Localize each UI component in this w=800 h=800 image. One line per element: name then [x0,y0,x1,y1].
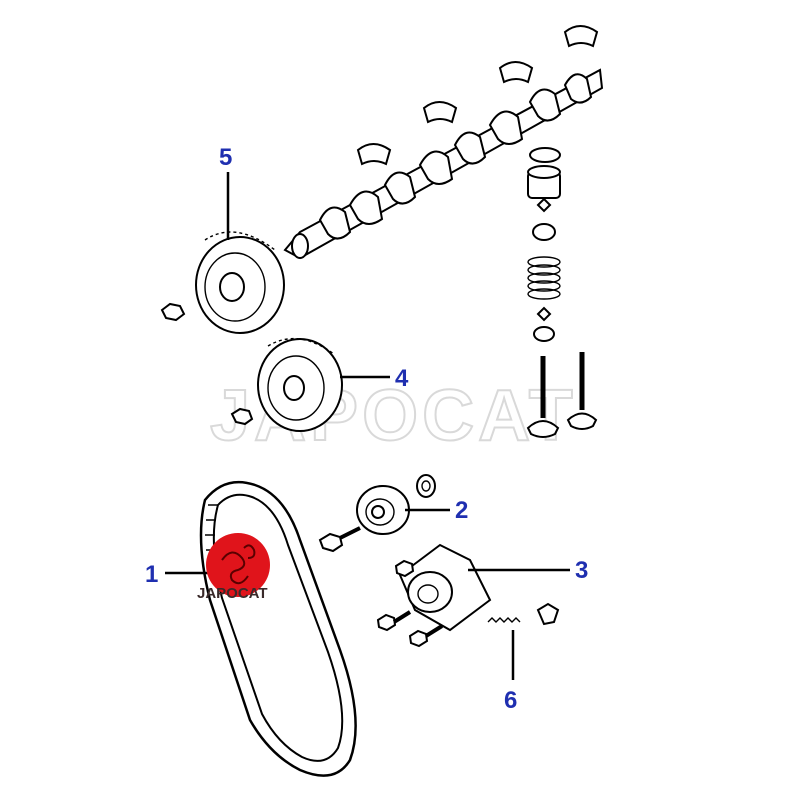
callout-2-label: 2 [455,497,468,524]
valve-spring [527,256,561,300]
idler-pulley [356,485,410,535]
intake-valve [526,356,560,438]
callout-6-label: 6 [504,687,517,714]
callout-5-label: 5 [219,144,232,171]
tensioner-bolts [376,559,444,648]
idler-bolt [318,526,361,553]
camshaft-sprocket [195,231,285,334]
tensioner-spring [487,617,521,623]
callout-2: 2 [405,497,468,524]
valve-train [526,147,598,438]
callout-3-label: 3 [575,557,588,584]
intermediate-pulley [257,337,343,432]
callout-3: 3 [468,557,588,584]
camshaft-bearing-shells [356,25,599,166]
cam-lobes [318,73,593,240]
idler-washer [416,474,436,498]
pulley-nut [230,407,254,426]
callout-5: 5 [219,144,232,240]
sprocket-bolt-upper [160,302,186,322]
exhaust-valve [566,352,598,430]
timing-belt [199,480,357,777]
callout-6: 6 [504,630,517,714]
logo-text: JAPOCAT [197,585,268,602]
callout-1-label: 1 [145,561,158,588]
callout-1: 1 [145,561,210,588]
callout-4-label: 4 [395,365,409,392]
callout-4: 4 [340,365,409,392]
belt-tensioner [398,543,492,632]
camshaft [283,68,604,260]
spring-clip [536,602,560,626]
japocat-logo: JAPOCAT [197,533,270,602]
